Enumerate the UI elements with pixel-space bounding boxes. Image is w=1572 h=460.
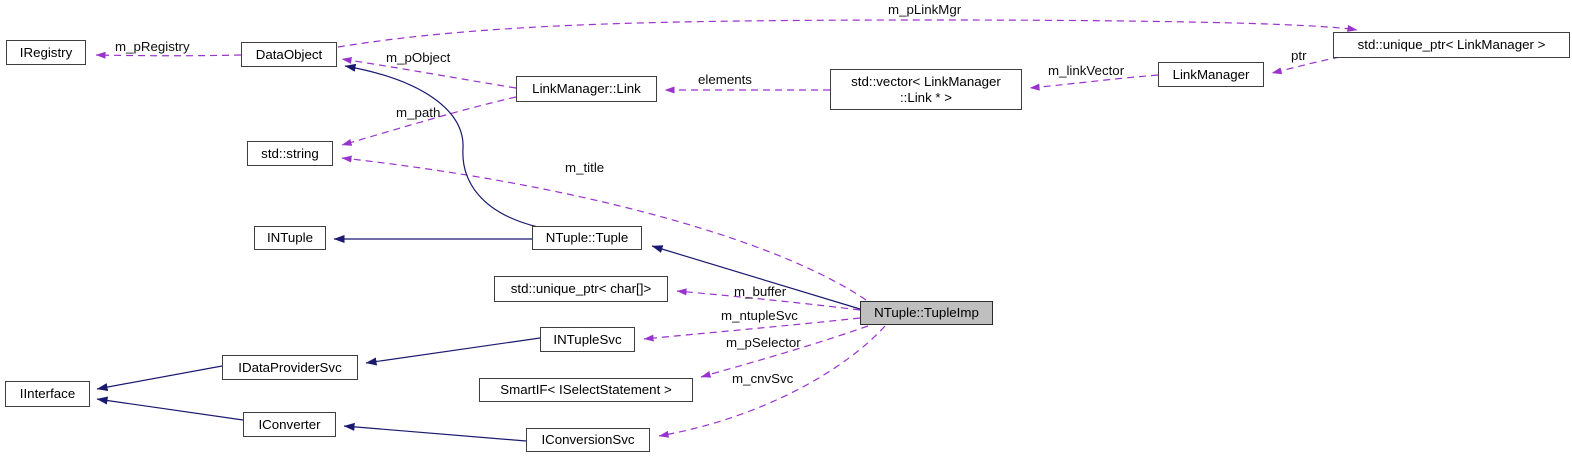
class-node-label: SmartIF< ISelectStatement > [500,382,672,398]
class-node-label-line1: std::vector< LinkManager [851,73,1001,89]
edge-m-pselector [700,325,869,378]
class-node-label-line2: ::Link * > [899,89,953,105]
class-node-iconverter[interactable]: IConverter [243,412,336,437]
inheritance-edge-iconverter-to-iinterface [96,396,244,421]
class-node-ntuple-tuple[interactable]: NTuple::Tuple [532,226,642,250]
class-node-unique-ptr-char[interactable]: std::unique_ptr< char[]> [494,276,668,302]
edge-label-elements: elements [698,72,752,87]
edge-m-ntuplesvc [643,317,861,342]
class-node-label: NTuple::TupleImp [874,305,979,321]
class-node-iinterface[interactable]: IInterface [5,381,90,407]
class-node-label: NTuple::Tuple [545,230,629,246]
edge-m-plinkmgr [337,19,1358,48]
edge-label-m-pobject: m_pObject [386,50,451,65]
edge-label-m-linkvector: m_linkVector [1048,63,1125,78]
inheritance-edge-tupleimp-to-tuple [651,245,861,310]
class-node-smartif-iselectstatement[interactable]: SmartIF< ISelectStatement > [479,378,693,402]
class-node-idataprovidersvc[interactable]: IDataProviderSvc [222,355,358,380]
inheritance-edge-idataprovidersvc-to-iinterface [96,365,223,392]
class-node-label: IConverter [258,416,321,432]
class-node-label: IInterface [19,386,76,402]
edge-label-m-plinkmgr: m_pLinkMgr [888,2,962,17]
inheritance-edge-intuplesvc-to-idataprovidersvc [365,337,541,366]
class-node-intuple[interactable]: INTuple [254,226,326,250]
class-node-linkmanager-link[interactable]: LinkManager::Link [516,76,657,102]
class-node-label: IConversionSvc [541,432,635,448]
class-node-label: std::string [261,145,319,161]
edge-m-pobject [341,57,517,89]
class-node-label: IRegistry [19,44,73,60]
class-node-label: INTuple [266,230,314,246]
edge-label-m-ntuplesvc: m_ntupleSvc [721,308,798,323]
class-node-ntuple-tupleimp-current: NTuple::TupleImp [860,301,993,325]
class-node-intuplesvc[interactable]: INTupleSvc [540,327,635,352]
class-node-iconversionsvc[interactable]: IConversionSvc [526,428,650,452]
class-node-dataobject[interactable]: DataObject [241,42,337,67]
edge-m-linkvector [1029,74,1159,91]
edge-label-m-pregistry: m_pRegistry [115,39,190,54]
class-node-label: DataObject [255,46,323,62]
class-node-label: std::unique_ptr< LinkManager > [1357,37,1546,53]
edge-label-m-path: m_path [396,105,441,120]
edge-label-m-buffer: m_buffer [734,284,787,299]
class-node-label: IDataProviderSvc [238,359,342,375]
class-node-label: std::unique_ptr< char[]> [510,281,652,297]
edge-ptr [1271,56,1341,75]
inheritance-edge-tuple-to-dataobject [344,63,539,228]
class-node-vector-linkmanager-link[interactable]: std::vector< LinkManager ::Link * > [830,69,1022,110]
class-node-std-string[interactable]: std::string [247,141,333,166]
class-node-label: LinkManager [1172,66,1250,82]
class-node-unique-ptr-linkmanager[interactable]: std::unique_ptr< LinkManager > [1333,32,1570,58]
edge-label-m-pselector: m_pSelector [726,335,801,350]
edge-m-cnvsvc [658,325,886,438]
class-node-iregistry[interactable]: IRegistry [6,40,86,65]
edge-m-pregistry [95,51,242,59]
edge-m-title [341,155,867,301]
edge-label-ptr: ptr [1291,48,1307,63]
class-node-label: LinkManager::Link [532,81,641,97]
edge-label-m-title: m_title [565,160,605,175]
class-node-label: INTupleSvc [553,331,622,347]
edge-m-path [341,96,517,146]
class-node-linkmanager[interactable]: LinkManager [1158,62,1264,87]
edge-label-m-cnvsvc: m_cnvSvc [732,371,794,386]
inheritance-edge-iconversionsvc-to-iconverter [343,422,527,442]
